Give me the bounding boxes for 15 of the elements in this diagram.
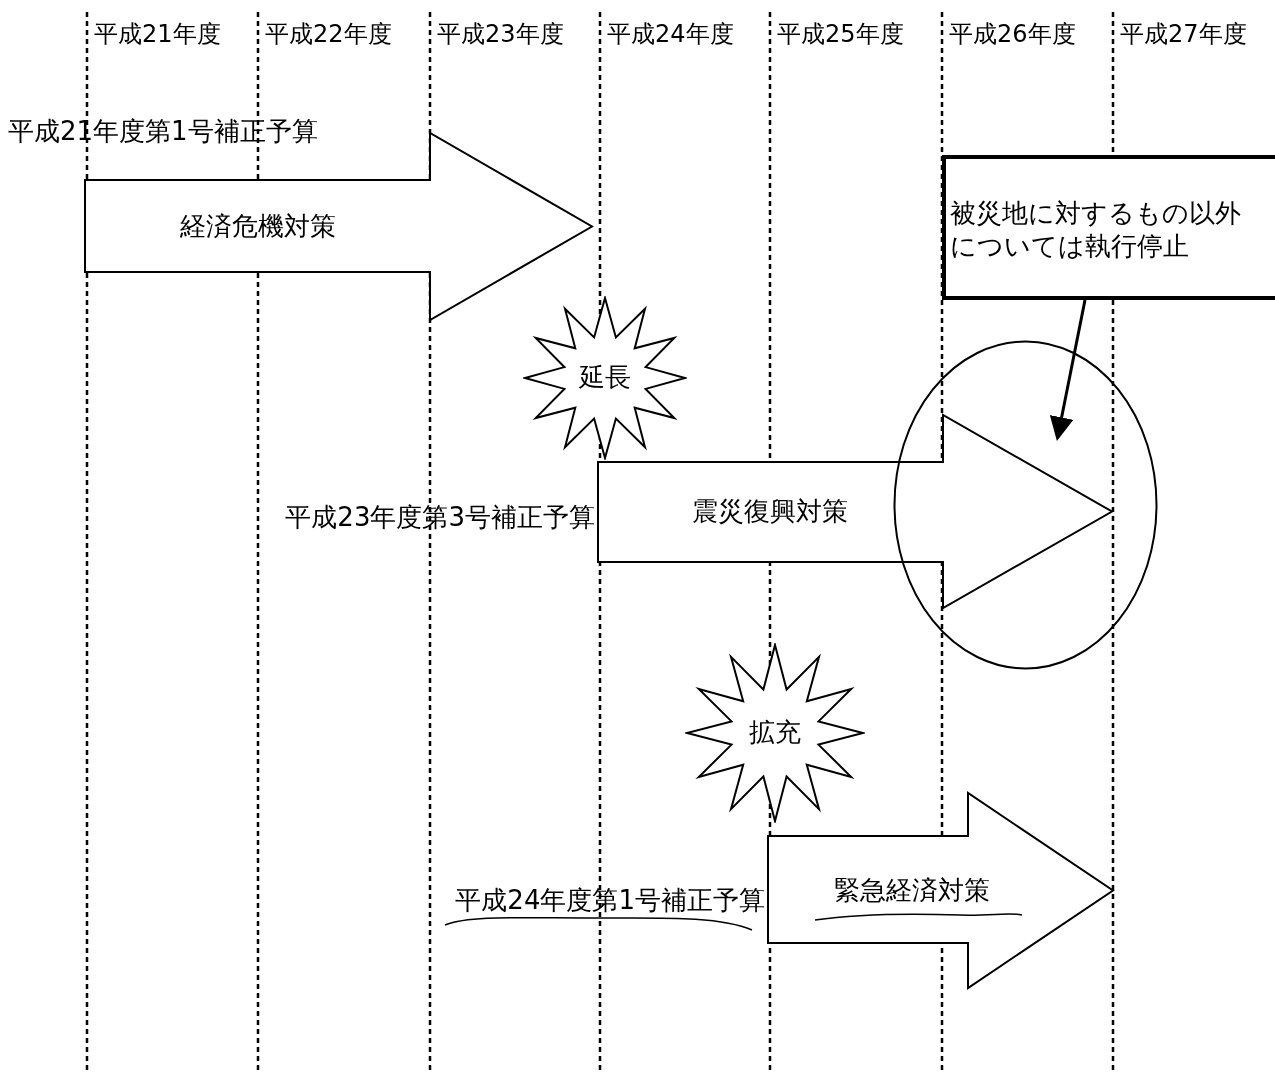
budget-label: 平成24年度第1号補正予算: [454, 885, 765, 917]
year-header: 平成26年度: [949, 20, 1076, 49]
timeline-bar: 震災復興対策: [596, 413, 1114, 610]
timeline-bar: 緊急経済対策: [766, 791, 1115, 990]
circle-outline: [893, 340, 1158, 670]
starburst: 拡充: [685, 643, 865, 823]
year-header: 平成21年度: [94, 20, 221, 49]
year-header: 平成24年度: [607, 20, 734, 49]
year-header: 平成27年度: [1120, 20, 1247, 49]
year-header: 平成25年度: [777, 20, 904, 49]
note-box: 被災地に対するもの以外については執行停止: [942, 155, 1275, 300]
year-header: 平成23年度: [437, 20, 564, 49]
starburst: 延長: [523, 296, 687, 460]
leader-arrow: [1049, 299, 1087, 441]
year-header: 平成22年度: [265, 20, 392, 49]
